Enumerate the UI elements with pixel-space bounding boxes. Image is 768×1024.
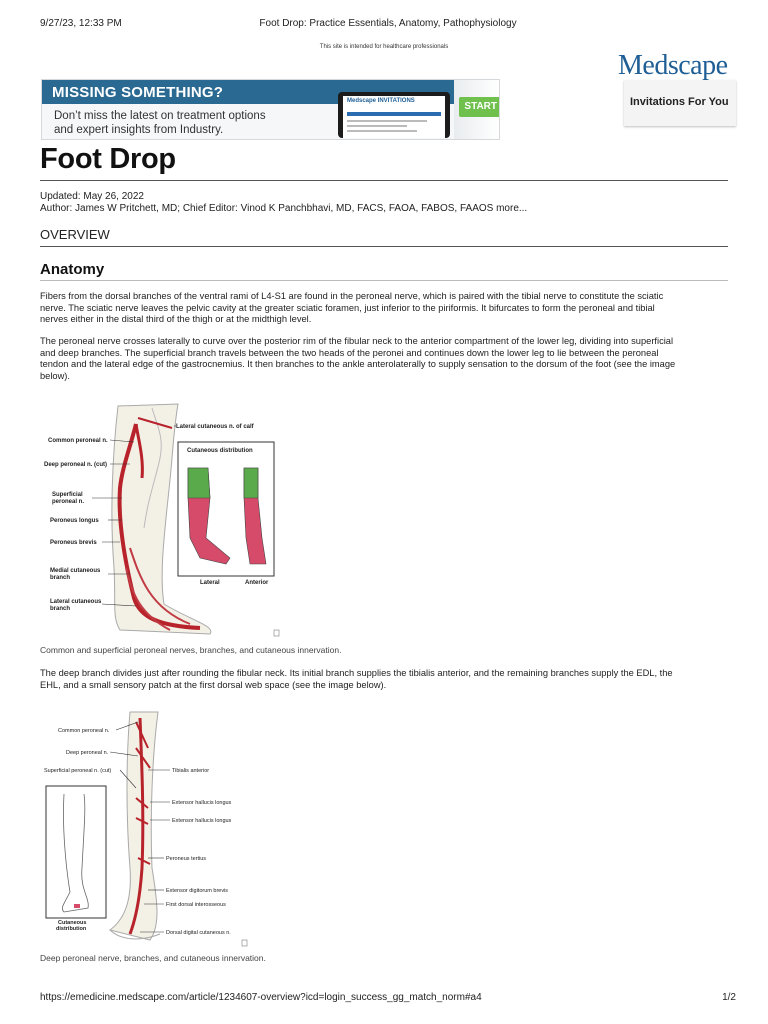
label-medial-cutaneous-2: branch (50, 575, 70, 581)
text-line: and deep branches. The superficial branc… (40, 347, 659, 358)
inset-title: Cutaneous distribution (187, 448, 253, 454)
anatomy-heading: Anatomy (40, 261, 105, 278)
figure1-caption: Common and superficial peroneal nerves, … (40, 645, 342, 655)
updated-date: Updated: May 26, 2022 (40, 191, 144, 202)
print-doc-title: Foot Drop: Practice Essentials, Anatomy,… (259, 18, 517, 29)
print-datetime: 9/27/23, 12:33 PM (40, 18, 122, 29)
expand-image-icon[interactable] (273, 629, 280, 637)
cutaneous-inset-frame (45, 785, 107, 919)
expand-image-icon[interactable] (241, 939, 248, 947)
ad-banner[interactable]: MISSING SOMETHING? Don’t miss the latest… (41, 79, 500, 140)
text-line: below). (40, 370, 70, 381)
inset-label-1: Cutaneous (58, 920, 86, 926)
overview-divider (40, 246, 728, 247)
label-lateral-cutaneous: Lateral cutaneous (50, 599, 102, 605)
ad-copy-line: and expert insights from Industry. (54, 124, 224, 136)
ad-headline: MISSING SOMETHING? (52, 84, 224, 101)
invitations-label: Invitations For You (630, 96, 729, 108)
label-common-peroneal: Common peroneal n. (48, 438, 108, 444)
article-title: Foot Drop (40, 143, 176, 175)
inset-anterior-label: Anterior (245, 580, 269, 586)
label-ehl-1: Extensor hallucis longus (172, 800, 232, 806)
paragraph-3: The deep branch divides just after round… (40, 668, 728, 691)
label-deep-peroneal-cut: Deep peroneal n. (cut) (44, 462, 107, 468)
figure-deep-peroneal[interactable]: Common peroneal n. Deep peroneal n. Supe… (40, 708, 280, 952)
ad-copy-line: Don’t miss the latest on treatment optio… (54, 110, 266, 122)
page-url[interactable]: https://emedicine.medscape.com/article/1… (40, 992, 482, 1003)
label-medial-cutaneous: Medial cutaneous (50, 568, 101, 574)
lateral-cutaneous-branch (125, 567, 171, 631)
label-peroneus-brevis: Peroneus brevis (50, 540, 97, 546)
figure-superficial-peroneal[interactable]: Common peroneal n. Deep peroneal n. (cut… (40, 398, 300, 642)
text-line: nerve. The sciatic nerve leaves the pelv… (40, 302, 655, 313)
label-superficial: Superficial (52, 492, 83, 498)
section-overview[interactable]: OVERVIEW (40, 227, 110, 242)
professional-notice: This site is intended for healthcare pro… (319, 44, 449, 50)
label-edb: Extensor digitorum brevis (166, 888, 228, 894)
label-common-peroneal: Common peroneal n. (58, 728, 110, 734)
invitations-panel[interactable]: Invitations For You (624, 80, 736, 126)
ad-copy: Don’t miss the latest on treatment optio… (54, 109, 324, 137)
label-superficial-cut: Superficial peroneal n. (cut) (44, 768, 111, 774)
foot-outline (109, 929, 161, 940)
text-line: nerves either in the distal third of the… (40, 314, 312, 324)
medial-cutaneous-branch (129, 547, 191, 625)
anterior-calf-zone (243, 467, 259, 499)
label-ehl-2: Extensor hallucis longus (172, 818, 232, 824)
text-line: The deep branch divides just after round… (40, 668, 673, 678)
anatomy-divider (40, 280, 728, 281)
print-header: 9/27/23, 12:33 PM Foot Drop: Practice Es… (40, 18, 736, 32)
text-line: The peroneal nerve crosses laterally to … (40, 336, 674, 346)
leg-outline (108, 711, 159, 941)
label-tibialis-anterior: Tibialis anterior (172, 768, 209, 774)
muscle-branches (135, 721, 151, 865)
text-line: tendon and the lateral edge of the gastr… (40, 359, 676, 369)
deep-peroneal-nerve-cut (134, 423, 144, 479)
device-brand: Medscape INVITATIONS (347, 98, 415, 104)
label-peroneus-longus: Peroneus longus (50, 518, 99, 524)
figure2-caption: Deep peroneal nerve, branches, and cutan… (40, 953, 266, 963)
lateral-calf-zone (187, 467, 211, 499)
label-peroneus-tertius: Peroneus tertius (166, 856, 206, 862)
inset-leg-outline (62, 793, 89, 913)
label-first-dorsal: First dorsal interosseous (166, 902, 226, 908)
author-line[interactable]: Author: James W Pritchett, MD; Chief Edi… (40, 203, 528, 214)
inset-lateral-label: Lateral (200, 580, 220, 586)
paragraph-2: The peroneal nerve crosses laterally to … (40, 336, 728, 382)
first-web-space-patch (74, 904, 80, 908)
paragraph-1: Fibers from the dorsal branches of the v… (40, 291, 728, 326)
label-deep-peroneal: Deep peroneal n. (66, 750, 109, 756)
article-meta: Updated: May 26, 2022 Author: James W Pr… (40, 191, 527, 215)
text-line: EHL, and a small sensory patch at the fi… (40, 679, 387, 690)
title-divider (40, 180, 728, 181)
lateral-calf-nerve (137, 417, 173, 429)
label-superficial-2: peroneal n. (52, 499, 84, 505)
label-lateral-cutaneous-2: branch (50, 606, 70, 612)
label-dorsal-digital: Dorsal digital cutaneous n. (166, 930, 231, 936)
inset-label-2: distribution (56, 926, 87, 932)
medscape-logo[interactable]: Medscape (618, 50, 728, 81)
label-lateral-calf: Lateral cutaneous n. of calf (176, 424, 255, 430)
text-line: Fibers from the dorsal branches of the v… (40, 291, 664, 301)
page-number: 1/2 (722, 992, 736, 1003)
tablet-image: Medscape INVITATIONS (338, 92, 450, 138)
leg-outline (111, 403, 212, 635)
start-here-button[interactable]: START HERE (459, 97, 499, 117)
